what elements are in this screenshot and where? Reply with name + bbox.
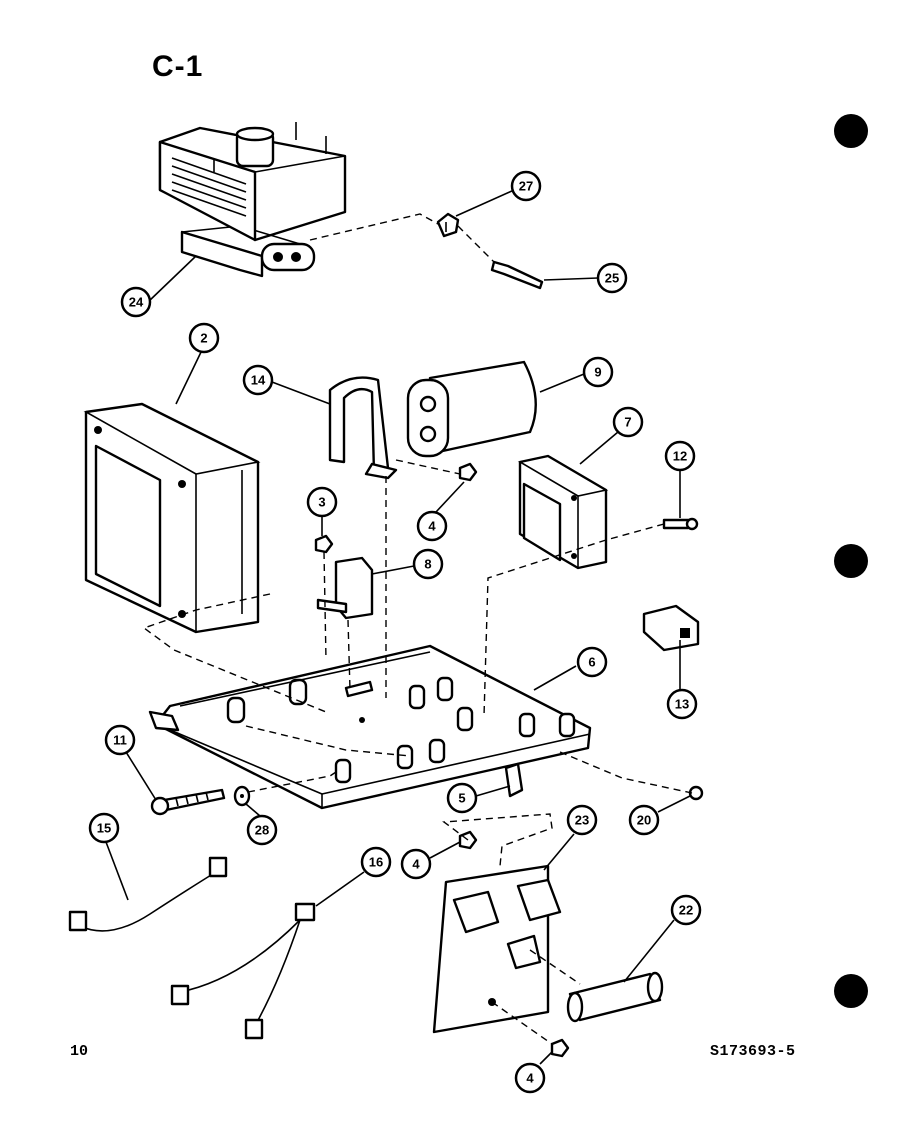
pin-25 [490, 260, 544, 290]
svg-text:4: 4 [428, 519, 436, 534]
small-transformer [517, 454, 609, 570]
figure-code: S173693-5 [710, 1043, 796, 1060]
callout-3: 3 [306, 486, 338, 518]
callout-4-middle: 4 [400, 848, 432, 880]
callout-4-upper: 4 [416, 510, 448, 542]
callout-11: 11 [104, 724, 136, 756]
assembly-lines [142, 213, 693, 1045]
clip-27 [436, 212, 460, 238]
nut-4-lower [550, 1038, 570, 1058]
callout-27: 27 [510, 170, 542, 202]
callout-6: 6 [576, 646, 608, 678]
svg-text:8: 8 [424, 557, 431, 572]
svg-text:27: 27 [519, 179, 533, 194]
callout-2: 2 [188, 322, 220, 354]
callout-28: 28 [246, 814, 278, 846]
washer-28 [233, 785, 251, 807]
svg-text:12: 12 [673, 449, 687, 464]
svg-text:16: 16 [369, 855, 383, 870]
svg-text:20: 20 [637, 813, 651, 828]
svg-text:11: 11 [113, 733, 127, 748]
svg-text:15: 15 [97, 821, 111, 836]
callout-25: 25 [596, 262, 628, 294]
leader-lines [105, 189, 691, 1065]
svg-text:23: 23 [575, 813, 589, 828]
svg-text:25: 25 [605, 271, 619, 286]
capacitor [406, 360, 537, 458]
callout-15: 15 [88, 812, 120, 844]
svg-text:2: 2 [200, 331, 207, 346]
svg-text:7: 7 [624, 415, 631, 430]
callout-12: 12 [664, 440, 696, 472]
svg-text:9: 9 [594, 365, 601, 380]
svg-text:22: 22 [679, 903, 693, 918]
binder-hole-bottom [834, 974, 868, 1008]
binder-hole-middle [834, 544, 868, 578]
callout-9: 9 [582, 356, 614, 388]
nut-3 [314, 534, 334, 554]
svg-text:4: 4 [526, 1071, 534, 1086]
svg-text:3: 3 [318, 495, 325, 510]
svg-text:28: 28 [255, 823, 269, 838]
callout-13: 13 [666, 688, 698, 720]
svg-text:6: 6 [588, 655, 595, 670]
svg-text:24: 24 [129, 295, 144, 310]
screw-12 [662, 517, 699, 531]
capacitor-strap [328, 376, 398, 480]
fuse-22 [566, 971, 664, 1023]
fuse-holder-board [432, 864, 562, 1034]
callout-14: 14 [242, 364, 274, 396]
callout-24: 24 [120, 286, 152, 318]
callout-5: 5 [446, 782, 478, 814]
callout-7: 7 [612, 406, 644, 438]
svg-text:14: 14 [251, 373, 266, 388]
connector-13 [642, 604, 700, 652]
diagram-title: C-1 [152, 50, 204, 83]
callout-20: 20 [628, 804, 660, 836]
callout-23: 23 [566, 804, 598, 836]
callout-4-lower: 4 [514, 1062, 546, 1094]
callout-16: 16 [360, 846, 392, 878]
bolt-11 [150, 788, 226, 816]
base-plate [148, 644, 592, 810]
magnetron [158, 122, 347, 278]
callout-8: 8 [412, 548, 444, 580]
svg-text:13: 13 [675, 697, 689, 712]
transformer [83, 402, 261, 634]
interlock-switch [316, 556, 374, 620]
wire-lead-15 [68, 856, 228, 932]
svg-text:4: 4 [412, 857, 420, 872]
wire-harness-16 [170, 902, 316, 1040]
page-number: 10 [70, 1043, 89, 1060]
bracket-5 [504, 762, 524, 798]
callout-balloons: 24 27 25 2 14 9 7 12 3 4 8 13 6 11 28 5 … [88, 170, 702, 1094]
callout-22: 22 [670, 894, 702, 926]
svg-text:5: 5 [458, 791, 465, 806]
binder-hole-top [834, 114, 868, 148]
nut-4-upper [458, 462, 478, 482]
